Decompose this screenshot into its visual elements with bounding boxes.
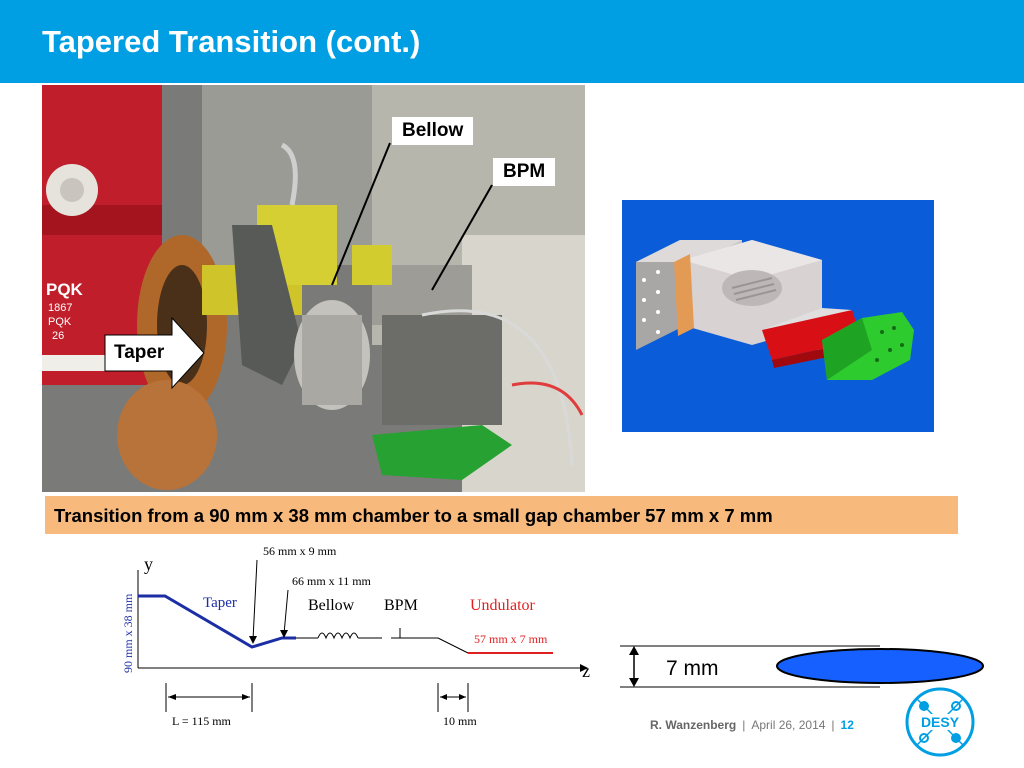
magnet-label-2: 1867 [48, 302, 72, 314]
callout-bpm: BPM [493, 158, 556, 186]
short-length-label: 10 mm [443, 714, 477, 728]
summary-banner: Transition from a 90 mm x 38 mm chamber … [45, 496, 958, 534]
footer-page-number: 12 [840, 718, 854, 732]
header-bar [0, 0, 1024, 83]
z-axis-label: z [582, 661, 590, 681]
footer-date: April 26, 2014 [751, 718, 826, 732]
magnet-label-1: PQK [46, 280, 84, 299]
taper-3d-render [622, 200, 934, 432]
bellow-label: Bellow [308, 597, 355, 614]
desy-logo: DESY [904, 686, 976, 758]
footer-author: R. Wanzenberg [650, 718, 737, 732]
y-axis-label: y [144, 554, 153, 574]
taper-label: Taper [203, 595, 237, 611]
magnet-label-3: PQK [48, 316, 72, 328]
dim-66-label: 66 mm x 11 mm [292, 574, 372, 588]
dim-56-label: 56 mm x 9 mm [263, 544, 337, 558]
gap-label: 7 mm [666, 657, 719, 680]
slide-title: Tapered Transition (cont.) [42, 24, 421, 59]
taper-profile [138, 594, 296, 649]
undulator-label: Undulator [470, 597, 536, 614]
installation-photo: PQK 1867 PQK 26 [42, 85, 585, 492]
bpm-label: BPM [384, 597, 418, 614]
chamber-cross-section [776, 648, 984, 684]
gap-illustration [618, 640, 1008, 690]
vertical-size-label: 90 mm x 38 mm [121, 593, 135, 673]
summary-text: Transition from a 90 mm x 38 mm chamber … [54, 505, 773, 526]
callout-taper: Taper [114, 342, 165, 363]
magnet-label-4: 26 [52, 330, 64, 342]
length-label: L = 115 mm [172, 714, 232, 728]
callout-bellow: Bellow [392, 117, 474, 145]
footer: R. Wanzenberg|April 26, 2014|12 [650, 718, 854, 732]
taper-schematic: y z 90 mm x 38 mm Taper Bellow BPM Undul… [110, 540, 610, 745]
bellow-symbol [317, 632, 359, 640]
logo-text: DESY [921, 714, 960, 730]
undulator-dim-label: 57 mm x 7 mm [474, 632, 548, 646]
